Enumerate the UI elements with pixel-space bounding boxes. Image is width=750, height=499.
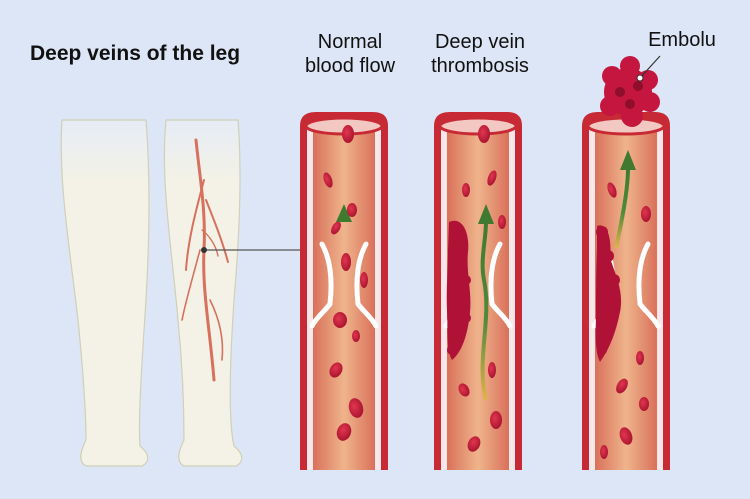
thrombus [446,220,471,360]
label-normal-blood-flow: Normal blood flow [290,30,410,78]
vein-dvt [434,112,522,470]
up-arrow-icon [614,150,636,249]
label-deep-vein-thrombosis: Deep vein thrombosis [415,30,545,78]
label-line: Deep vein [434,31,526,53]
embolus-pointer-dot [636,74,644,82]
vein-normal [300,112,388,470]
label-line: blood flow [304,55,396,77]
up-arrow-icon [336,204,352,400]
label-embolus: Embolu [648,29,716,51]
vein-valve-icon [354,241,379,329]
vein-valve-icon [636,241,661,329]
pointer-line [201,247,306,253]
leg-right [163,119,243,467]
embolus-clot [600,56,660,127]
leg-left [60,119,150,467]
label-line: thrombosis [431,55,529,77]
blood-cells [458,125,506,452]
embolus-pointer [639,55,661,79]
vein-valve-icon [488,241,513,329]
thrombus [595,225,622,362]
blood-cells [600,182,651,459]
vein-valve-icon [309,241,334,329]
blood-cells [323,125,368,441]
label-line: Normal [317,31,383,53]
diagram-title: Deep veins of the leg [30,42,241,65]
up-arrow-icon [478,204,494,401]
vein-embolus [582,55,670,470]
